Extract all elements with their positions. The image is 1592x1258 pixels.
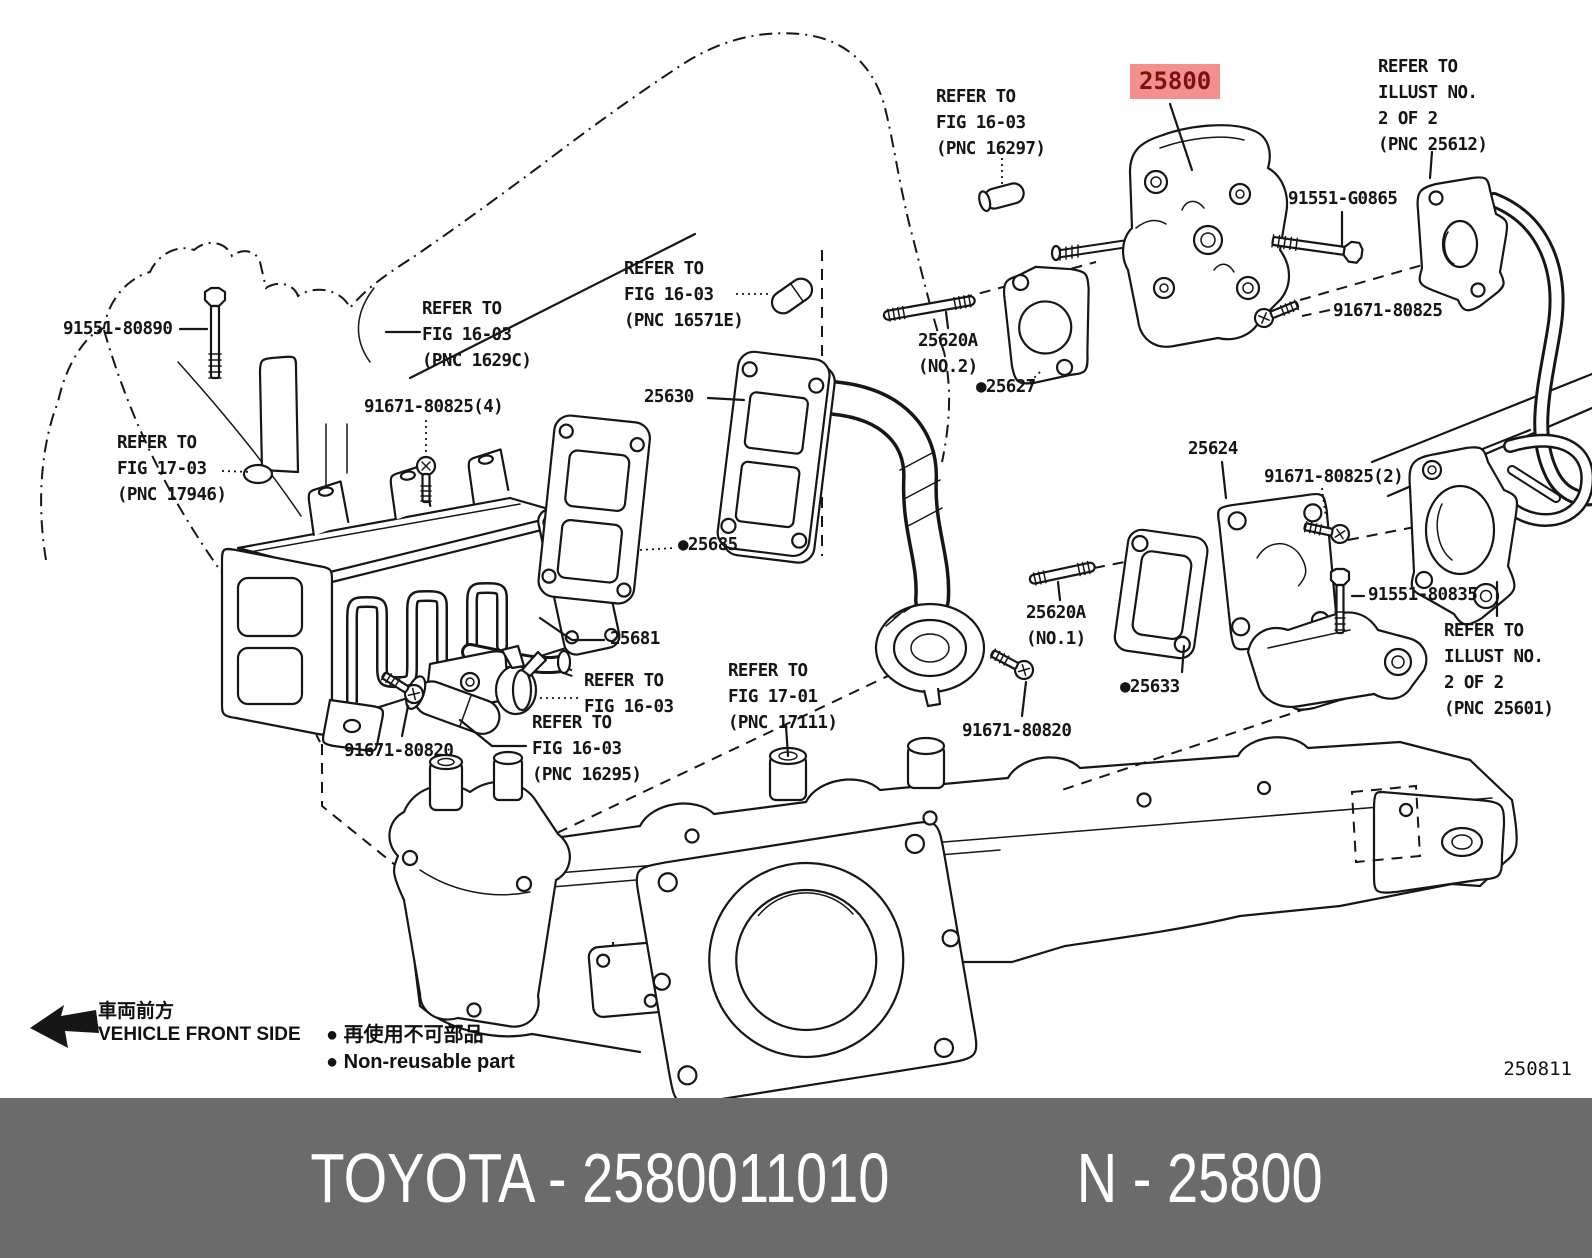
leader-lines (178, 102, 1499, 758)
label-25800: 25800 (1130, 64, 1221, 99)
label-25630: 25630 (644, 387, 694, 407)
gasket-25633-drawing (1113, 528, 1209, 660)
gasket-25612-drawing (1416, 176, 1509, 312)
pipe-stub-16571e (770, 277, 814, 315)
label-25620a-no1: 25620A(NO.1) (1026, 603, 1086, 649)
label-91671-80820-right: 91671-80820 (962, 721, 1072, 741)
legend-nonreusable-en: ● Non-reusable part (326, 1051, 515, 1073)
engine-outline (40, 32, 951, 743)
label-91551-80835: 91551-80835 (1368, 585, 1478, 605)
egr-valve-25800-drawing (1050, 124, 1291, 348)
legend-nonreusable: ● 再使用不可部品 ● Non-reusable part (326, 1022, 515, 1076)
intake-manifold-drawing (388, 736, 1518, 1098)
gasket-25627-drawing (1002, 265, 1090, 385)
footer-part-number: TOYOTA - 2580011010 (310, 1139, 890, 1217)
label-91671-80825: 91671-80825 (1333, 301, 1443, 321)
label-25627: ●25627 (976, 377, 1036, 397)
legend-vehicle-front-en: VEHICLE FRONT SIDE (98, 1024, 301, 1045)
label-91671-80820-left: 91671-80820 (344, 741, 454, 761)
outlet-pipe-assembly-drawing (1246, 192, 1592, 708)
label-25685: ●25685 (678, 535, 738, 555)
pipe-stub-16297 (978, 182, 1025, 213)
label-91671-80825-2: 91671-80825(2) (1264, 467, 1404, 487)
legend-vehicle-front-jp: 車両前方 (98, 1001, 175, 1022)
label-25624: 25624 (1188, 439, 1238, 459)
hose-clamp-drawing (494, 644, 548, 716)
gasket-25685-drawing (537, 414, 651, 605)
legend-vehicle-front: 車両前方 VEHICLE FRONT SIDE (98, 1000, 301, 1046)
label-91551-g0865: 91551-G0865 (1288, 189, 1398, 209)
vehicle-front-arrow (30, 1005, 99, 1048)
label-25620a-no2: 25620A(NO.2) (918, 331, 978, 377)
diagram-number: 250811 (1503, 1058, 1572, 1080)
egr-pipe-25630-drawing (716, 350, 986, 708)
footer-n-code: N - 25800 (1076, 1139, 1323, 1217)
label-91671-80825-4: 91671-80825(4) (364, 397, 504, 417)
label-91551-80890: 91551-80890 (63, 319, 173, 339)
label-25633: ●25633 (1120, 677, 1180, 697)
parts-diagram-drawing (30, 32, 1592, 1098)
footer-banner: TOYOTA - 2580011010 N - 25800 (0, 1098, 1592, 1258)
label-25681: 25681 (610, 629, 660, 649)
legend-nonreusable-jp: ● 再使用不可部品 (326, 1024, 484, 1046)
